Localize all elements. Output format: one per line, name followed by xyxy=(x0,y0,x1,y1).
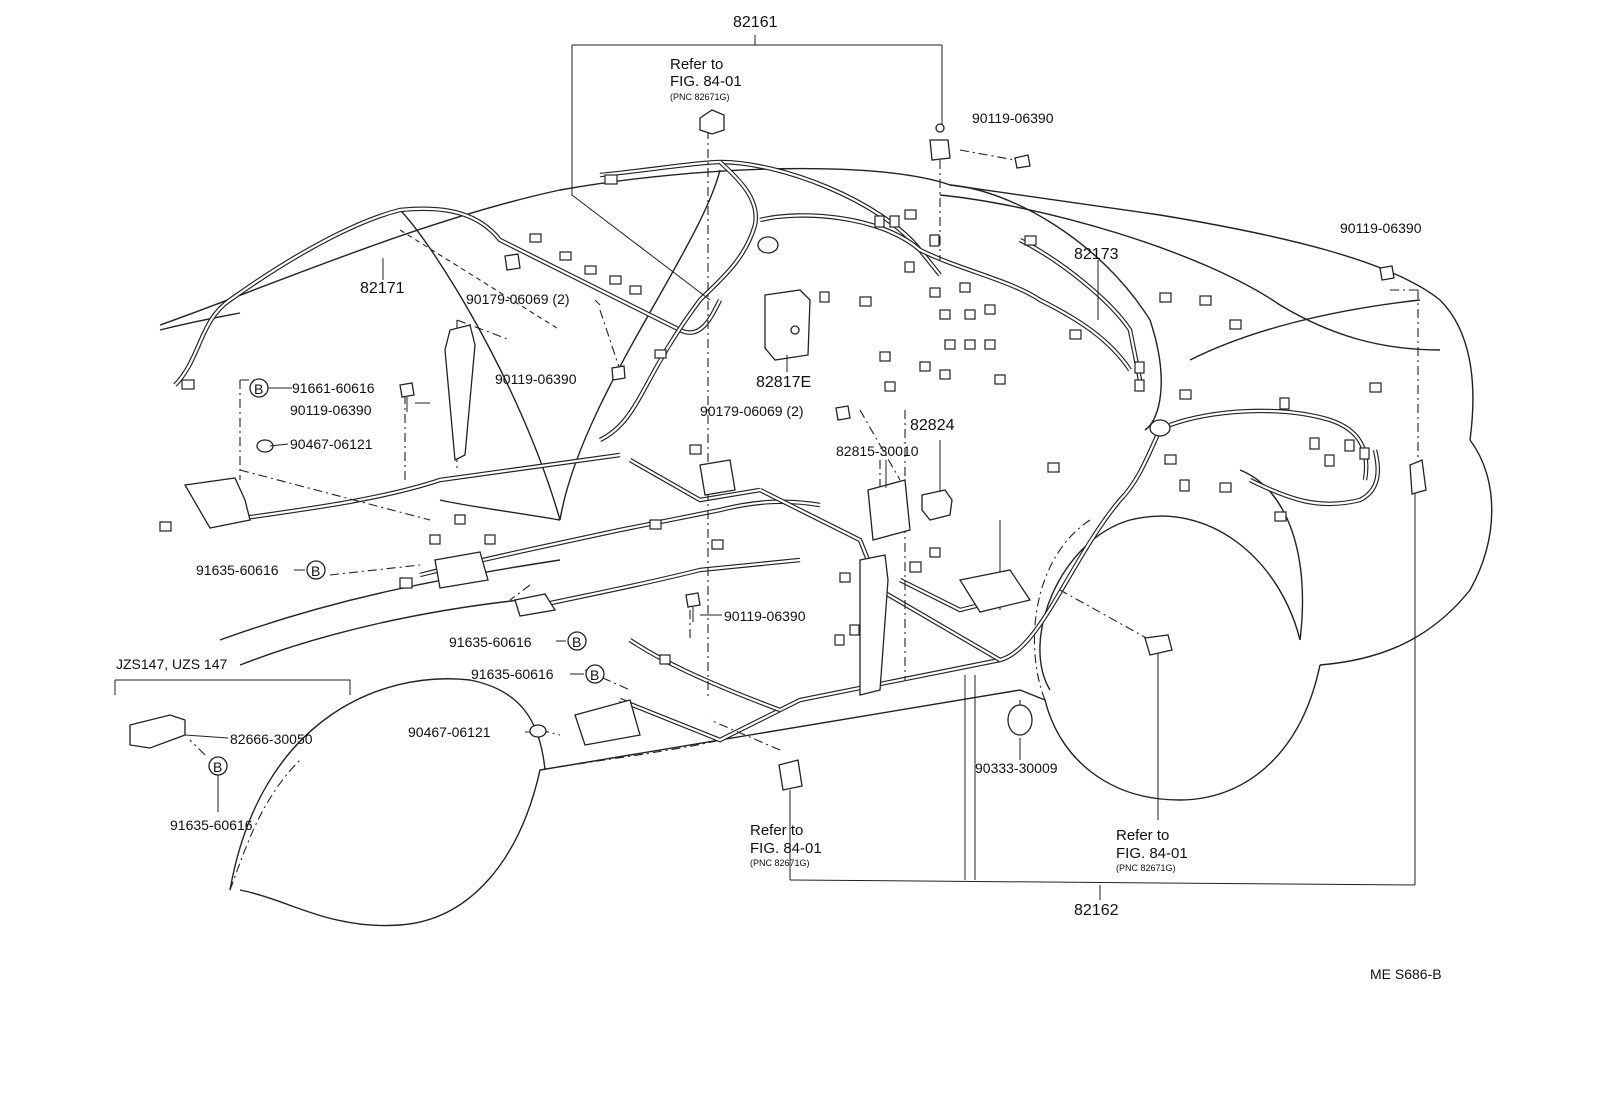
label-82824: 82824 xyxy=(910,417,955,434)
label-82817E: 82817E xyxy=(756,374,812,391)
label-82162: 82162 xyxy=(1074,902,1119,919)
connectors xyxy=(159,174,1382,665)
ref-2-line1: Refer to xyxy=(750,822,804,839)
b-mark-1: B xyxy=(254,381,264,397)
label-91635-d: 91635-60616 xyxy=(170,817,253,833)
ref-3-line2: FIG. 84-01 xyxy=(1116,845,1188,862)
label-90119-e: 90119-06390 xyxy=(724,608,806,624)
b-mark-4: B xyxy=(590,667,600,683)
label-90333: 90333-30009 xyxy=(975,760,1058,776)
ref-3-line1: Refer to xyxy=(1116,827,1170,844)
reference-lines xyxy=(189,35,1419,900)
ref-1-line2: FIG. 84-01 xyxy=(670,73,742,90)
ref-3-line3: (PNC 82671G) xyxy=(1116,863,1176,873)
label-82815: 82815-30010 xyxy=(836,443,919,459)
ref-1-line1: Refer to xyxy=(670,56,724,73)
label-90119-a: 90119-06390 xyxy=(972,110,1054,126)
ref-2-line2: FIG. 84-01 xyxy=(750,840,822,857)
b-mark-3: B xyxy=(572,634,582,650)
label-91635-c: 91635-60616 xyxy=(471,666,554,682)
label-91635-a: 91635-60616 xyxy=(196,562,279,578)
label-82173: 82173 xyxy=(1074,246,1119,263)
b-mark-2: B xyxy=(311,563,321,579)
label-82171: 82171 xyxy=(360,280,405,297)
label-90467-a: 90467-06121 xyxy=(290,436,373,452)
ref-2-line3: (PNC 82671G) xyxy=(750,858,810,868)
label-91661: 91661-60616 xyxy=(292,380,375,396)
ref-1-line3: (PNC 82671G) xyxy=(670,92,730,102)
label-variant: JZS147, UZS 147 xyxy=(116,656,228,672)
label-82666: 82666-30050 xyxy=(230,731,313,747)
label-90119-b: 90119-06390 xyxy=(1340,220,1422,236)
drawing-code: ME S686-B xyxy=(1370,966,1442,982)
components xyxy=(114,109,1427,812)
b-mark-5: B xyxy=(213,759,223,775)
label-90467-b: 90467-06121 xyxy=(408,724,491,740)
label-82161: 82161 xyxy=(733,14,778,31)
label-90179-a: 90179-06069 (2) xyxy=(466,291,570,307)
label-90179-b: 90179-06069 (2) xyxy=(700,403,804,419)
label-90119-d: 90119-06390 xyxy=(290,402,372,418)
label-90119-c: 90119-06390 xyxy=(495,371,577,387)
label-91635-b: 91635-60616 xyxy=(449,634,532,650)
